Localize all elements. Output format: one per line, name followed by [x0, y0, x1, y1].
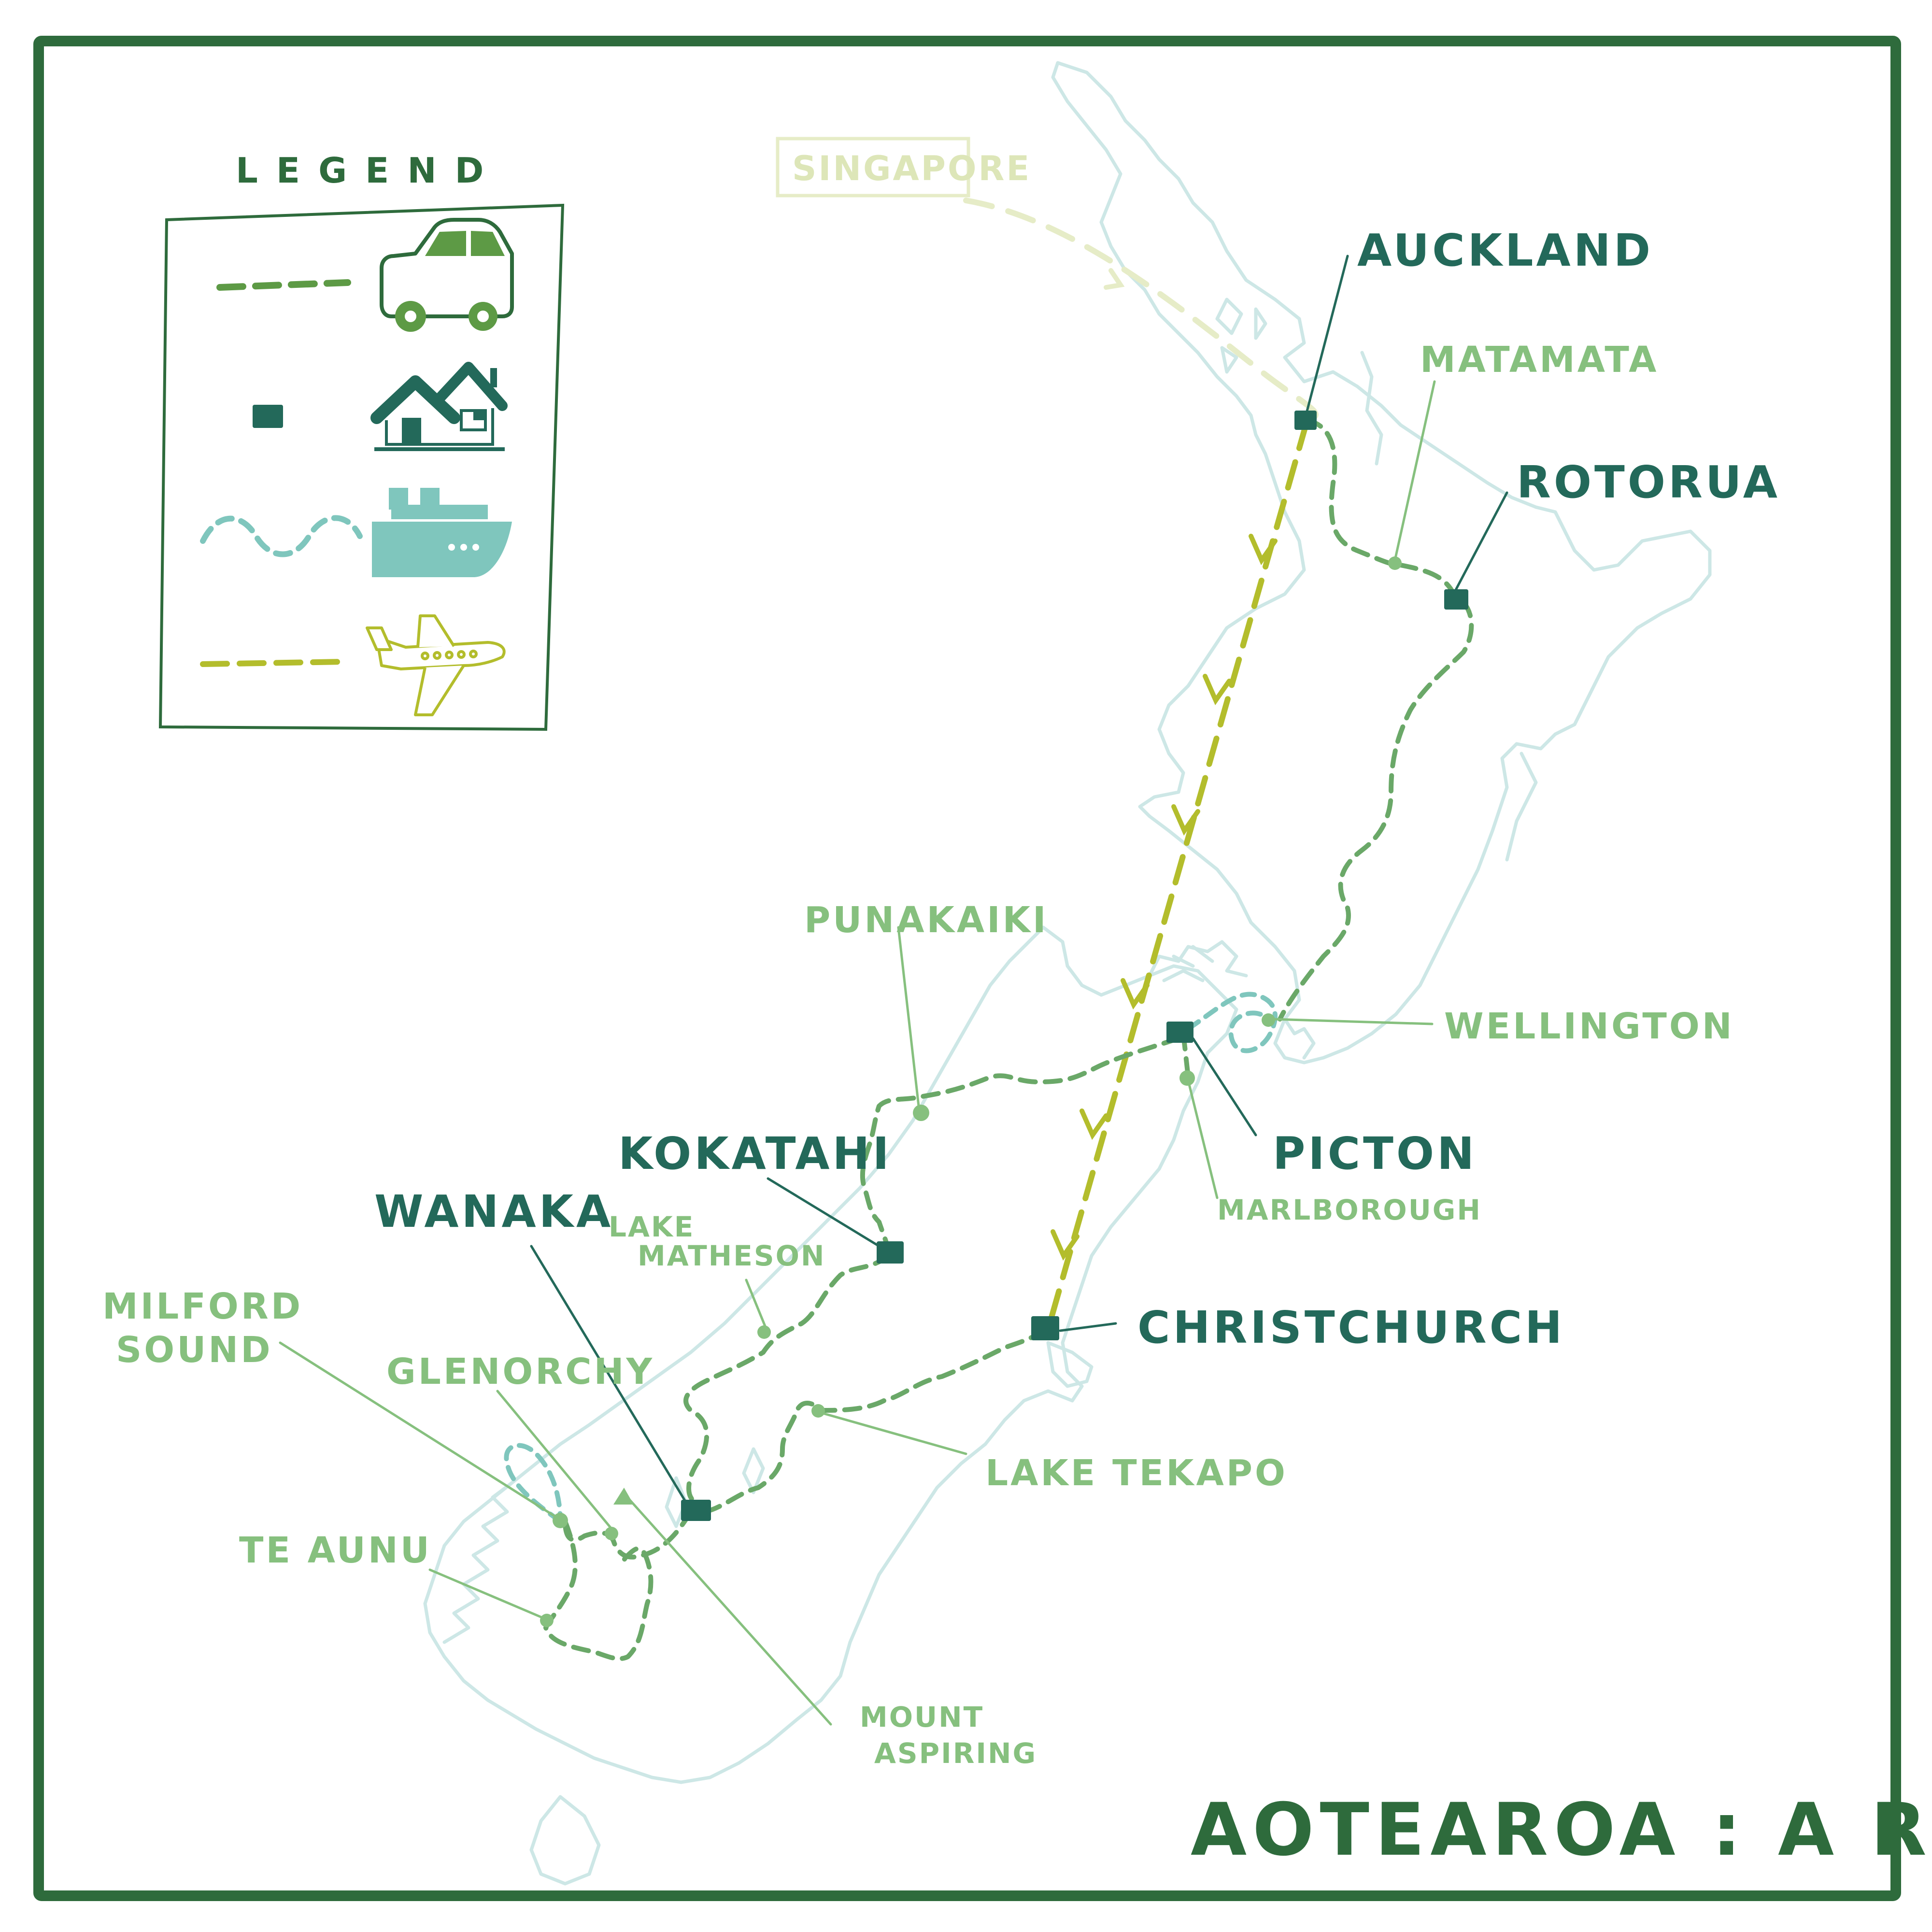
wellington-outline	[1283, 1017, 1316, 1060]
label-picton[interactable]: PICTON	[1273, 1128, 1477, 1179]
legend-ferry-line	[200, 515, 363, 557]
plane-icon	[366, 614, 506, 716]
flight-route-domestic	[1045, 420, 1309, 1332]
ferry-cook-strait	[1186, 992, 1278, 1053]
label-milford-sound-line1[interactable]: MILFORD	[102, 1286, 303, 1327]
label-mount-aspiring-line2[interactable]: ASPIRING	[874, 1737, 1037, 1770]
north-island-outline	[1051, 61, 1712, 1065]
label-lake-matheson-line2[interactable]: MATHESON	[638, 1239, 825, 1272]
stay-marker-rotorua[interactable]	[1444, 589, 1468, 610]
car-icon	[380, 218, 514, 332]
stop-dot-lake-matheson[interactable]	[757, 1325, 771, 1339]
car-route-west	[860, 1036, 1181, 1258]
label-te-aunu[interactable]: TE AUNU	[239, 1530, 432, 1571]
east-coast-detail	[1505, 752, 1538, 862]
stay-marker-auckland[interactable]	[1294, 411, 1317, 430]
legend-car-line	[216, 279, 351, 291]
label-milford-sound-line2[interactable]: SOUND	[116, 1329, 273, 1371]
stop-dot-wellington[interactable]	[1262, 1013, 1275, 1027]
label-kokatahi[interactable]: KOKATAHI	[618, 1128, 892, 1179]
fiordland-outline	[442, 1481, 514, 1644]
lake-outline	[742, 1447, 765, 1494]
car-route-southwest	[563, 1509, 693, 1560]
label-punakaiki[interactable]: PUNAKAIKI	[804, 899, 1049, 941]
marlborough-sounds-outline	[1148, 940, 1248, 982]
ship-icon	[372, 488, 512, 577]
label-lake-matheson-line1[interactable]: LAKE	[609, 1210, 695, 1243]
label-marlborough[interactable]: MARLBOROUGH	[1217, 1193, 1482, 1226]
label-wanaka[interactable]: WANAKA	[374, 1186, 613, 1237]
banks-peninsula-outline	[1046, 1341, 1094, 1388]
land-outline	[423, 61, 1712, 1886]
label-rotorua[interactable]: ROTORUA	[1517, 456, 1780, 508]
label-auckland[interactable]: AUCKLAND	[1357, 225, 1653, 276]
stewart-island-outline	[529, 1795, 601, 1886]
map-title: AOTEAROA : A ROADTRIP	[1191, 1788, 1932, 1872]
lake-outline	[665, 1476, 688, 1528]
label-singapore[interactable]: SINGAPORE	[792, 149, 1031, 188]
stop-dot-lake-tekapo[interactable]	[811, 1404, 825, 1418]
label-glenorchy[interactable]: GLENORCHY	[386, 1351, 654, 1392]
stop-dot-te-aunu[interactable]	[540, 1614, 554, 1627]
car-route-southwest-loop	[543, 1519, 653, 1662]
stay-marker-picton[interactable]	[1166, 1022, 1193, 1043]
stop-dot-punakaiki[interactable]	[913, 1105, 929, 1121]
ferry-routes	[504, 992, 1278, 1524]
label-mount-aspiring-line1[interactable]: MOUNT	[860, 1701, 984, 1733]
house-icon	[370, 362, 508, 451]
legend-flight-line	[200, 659, 346, 667]
car-route-westcoast	[683, 1253, 891, 1505]
singapore-label-box	[776, 137, 970, 198]
label-lake-tekapo[interactable]: LAKE TEKAPO	[985, 1452, 1288, 1494]
car-route-north	[1278, 418, 1474, 1022]
car-routes	[543, 418, 1474, 1662]
flight-arrows	[1051, 534, 1278, 1261]
label-wellington[interactable]: WELLINGTON	[1444, 1006, 1734, 1047]
legend: LEGEND	[158, 150, 565, 731]
stay-marker-christchurch[interactable]	[1031, 1316, 1059, 1340]
stop-dot-marlborough[interactable]	[1179, 1070, 1195, 1086]
frame-border	[33, 36, 1901, 1901]
stay-marker-wanaka[interactable]	[681, 1500, 711, 1521]
ferry-milford	[504, 1443, 563, 1524]
gulf-islands-outline	[1215, 298, 1267, 374]
flight-arrow-singapore	[1104, 268, 1125, 290]
coromandel-outline	[1360, 351, 1383, 466]
stop-dot-glenorchy[interactable]	[605, 1527, 618, 1540]
legend-box	[158, 203, 565, 731]
leader-lines	[279, 255, 1508, 1726]
stay-marker-kokatahi[interactable]	[877, 1241, 904, 1264]
label-christchurch[interactable]: CHRISTCHURCH	[1137, 1302, 1565, 1353]
stop-dot-matamata[interactable]	[1388, 556, 1402, 570]
legend-stay-square	[253, 405, 283, 428]
legend-title: LEGEND	[236, 150, 502, 191]
car-route-east	[703, 1328, 1046, 1514]
south-island-outline	[423, 925, 1238, 1784]
stay-markers	[681, 411, 1468, 1521]
flight-route-singapore	[963, 198, 1319, 423]
label-matamata[interactable]: MATAMATA	[1420, 339, 1659, 381]
